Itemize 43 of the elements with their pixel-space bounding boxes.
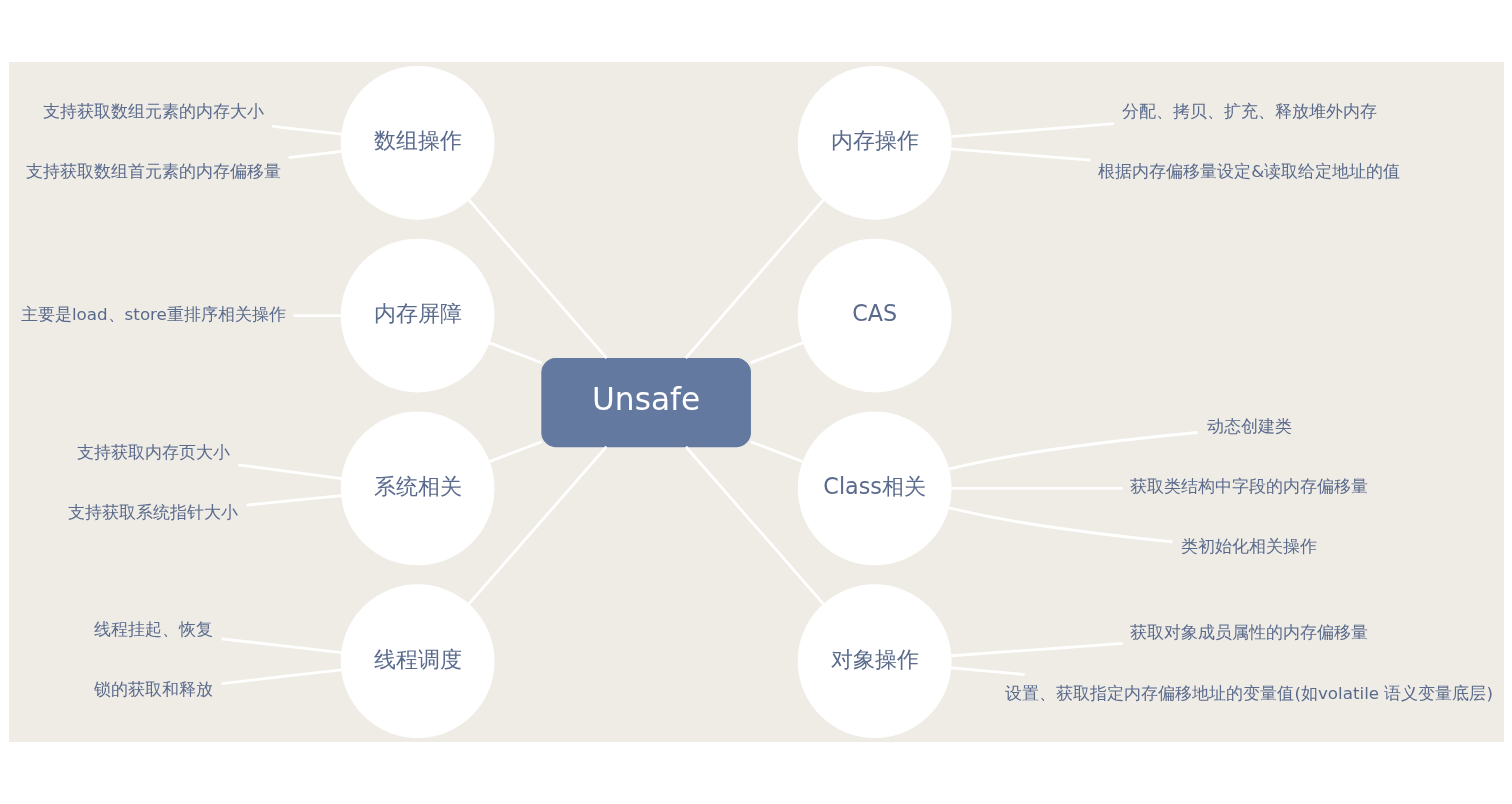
node-circle: CAS [797, 238, 952, 393]
connector [237, 463, 342, 480]
connector [684, 445, 825, 605]
node-text: 支持获取系统指针大小 [67, 501, 238, 522]
node-text: 线程挂起、恢复 [93, 618, 213, 639]
node-text: 根据内存偏移量设定&读取给定地址的值 [1097, 160, 1400, 181]
connector [271, 124, 342, 136]
node-text: 支持获取数组元素的内存大小 [42, 100, 264, 121]
node-circle: 内存屏障 [340, 238, 495, 393]
connector [950, 147, 1091, 162]
node-circle: Class相关 [797, 411, 952, 566]
node-circle: 数组操作 [340, 65, 495, 220]
connector [950, 666, 1025, 676]
node-text: 设置、获取指定内存偏移地址的变量值(如volatile 语义变量底层) [1004, 682, 1493, 703]
node-text: 获取对象成员属性的内存偏移量 [1129, 622, 1368, 643]
node-circle: 系统相关 [340, 411, 495, 566]
connector [749, 440, 803, 463]
node-text: 锁的获取和释放 [93, 679, 213, 700]
connector [684, 199, 824, 360]
connector [287, 150, 342, 159]
node-text: 主要是load、store重排序相关操作 [20, 303, 286, 324]
node-text: 动态创建类 [1206, 416, 1292, 437]
connector [221, 668, 342, 685]
connector [950, 122, 1114, 139]
connector [950, 642, 1123, 658]
node-text: 支持获取内存页大小 [76, 441, 230, 462]
connector [467, 199, 608, 360]
node-text: 类初始化相关操作 [1180, 536, 1317, 557]
node-circle: 线程调度 [340, 584, 495, 739]
node-circle: 内存操作 [797, 65, 952, 220]
connector [467, 445, 607, 606]
connector [749, 341, 804, 365]
node-text: 分配、拷贝、扩充、释放堆外内存 [1121, 100, 1377, 121]
connector [488, 440, 542, 463]
node-text: 获取类结构中字段的内存偏移量 [1129, 476, 1368, 497]
node-box: Unsafe [540, 357, 751, 448]
connector [947, 506, 1173, 544]
connector [245, 494, 342, 507]
connector [221, 637, 342, 654]
connector [488, 341, 542, 365]
connector [947, 431, 1198, 471]
node-circle: 对象操作 [797, 584, 952, 739]
node-text: 支持获取数组首元素的内存偏移量 [25, 160, 281, 181]
